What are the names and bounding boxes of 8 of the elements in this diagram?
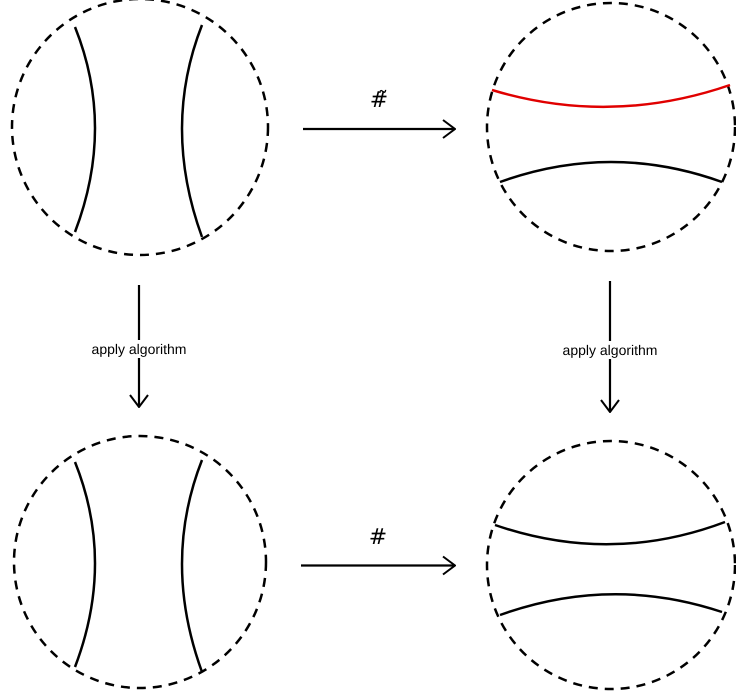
dashed-circle-drawing — [485, 1, 736, 253]
dashed-circle-drawing — [485, 439, 736, 691]
edge-label: apply algorithm — [560, 340, 660, 358]
dashed-circle-drawing — [10, 0, 270, 257]
edge-label: apply algorithm — [90, 340, 188, 358]
arrow — [303, 119, 456, 139]
arrow — [301, 556, 456, 576]
dashed-circle-drawing — [12, 434, 268, 690]
